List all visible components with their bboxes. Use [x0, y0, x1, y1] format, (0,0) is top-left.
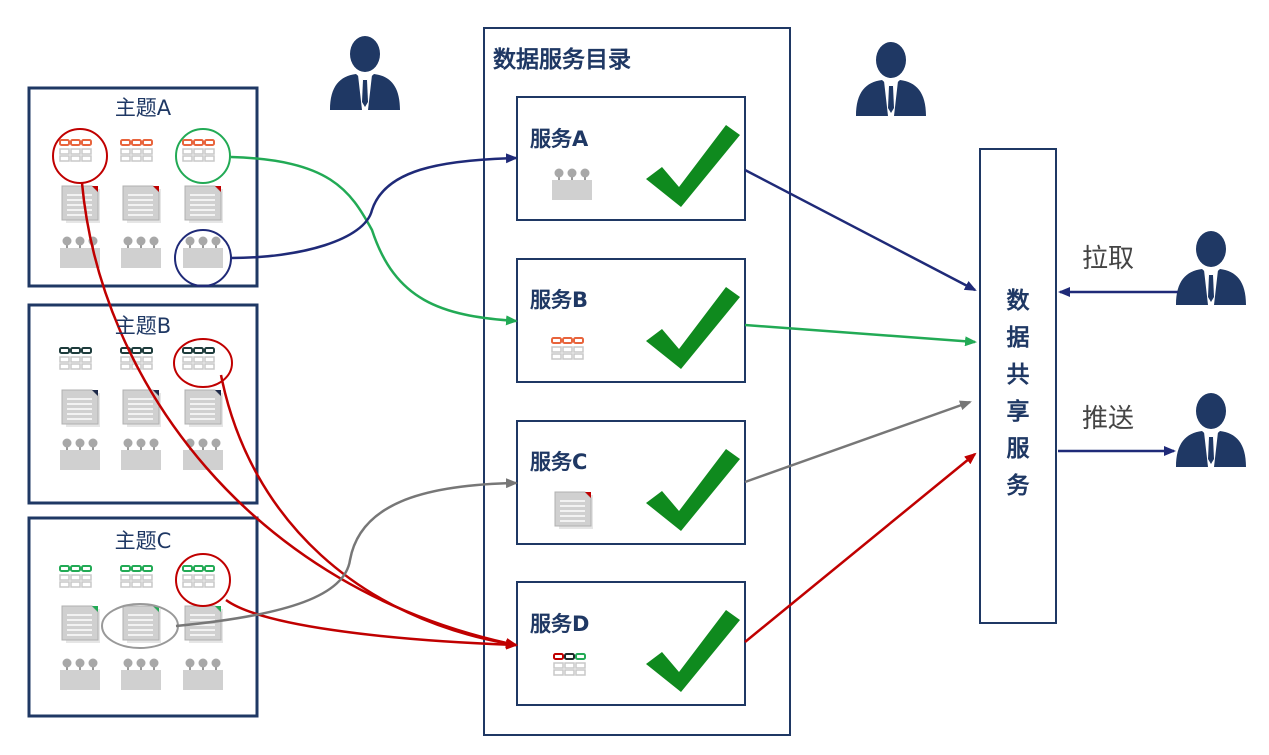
- hub-label: 数 据 共 享 服 务: [980, 283, 1056, 505]
- document-icon: [554, 491, 593, 529]
- table-icon: [182, 139, 215, 162]
- connector-service-b-hub: [744, 323, 977, 347]
- connector-service-d-hub: [744, 452, 977, 643]
- document-icon: [122, 185, 161, 223]
- table-icon: [120, 565, 153, 588]
- businessman-icon: [856, 42, 926, 116]
- table-icon: [59, 347, 92, 370]
- document-icon: [184, 389, 223, 427]
- table-icon: [553, 653, 586, 676]
- connector-service-c-hub: [744, 400, 972, 484]
- businessman-icon: [1176, 231, 1246, 305]
- document-icon: [184, 605, 223, 643]
- document-icon: [61, 185, 100, 223]
- table-icon: [59, 565, 92, 588]
- checkmark-icon: [646, 449, 740, 531]
- table-icon: [551, 337, 584, 360]
- topic-title-a: 主题A: [114, 96, 172, 120]
- highlight-circle: [52, 128, 108, 184]
- document-icon: [122, 605, 161, 643]
- highlight-circle: [175, 128, 231, 184]
- hub-char: 数: [1006, 288, 1030, 314]
- table-icon: [120, 139, 153, 162]
- topic-box-b: [27, 303, 259, 505]
- service-label-a: 服务A: [530, 127, 589, 151]
- api-icon: [552, 168, 592, 200]
- api-icon: [183, 236, 223, 268]
- service-label-c: 服务C: [530, 450, 588, 474]
- hub-char: 据: [1006, 325, 1030, 351]
- hub-char: 享: [1006, 399, 1030, 425]
- document-icon: [122, 389, 161, 427]
- api-icon: [183, 658, 223, 690]
- document-icon: [61, 605, 100, 643]
- table-icon: [182, 347, 215, 370]
- api-icon: [121, 658, 161, 690]
- catalog-box: [483, 27, 791, 736]
- connector-red-b-d: [219, 374, 518, 649]
- api-icon: [60, 236, 100, 268]
- topic-title-b: 主题B: [114, 314, 172, 338]
- document-icon: [61, 389, 100, 427]
- table-icon: [182, 565, 215, 588]
- businessman-icon: [1176, 393, 1246, 467]
- catalog-title: 数据服务目录: [493, 47, 631, 73]
- checkmark-icon: [646, 125, 740, 207]
- checkmark-icon: [646, 610, 740, 692]
- api-icon: [121, 236, 161, 268]
- hub-char: 务: [1006, 473, 1030, 499]
- data-sharing-hub: [979, 148, 1057, 624]
- hub-char: 共: [1006, 362, 1030, 388]
- connector-red-c-d: [225, 598, 518, 650]
- topic-box-a: [27, 86, 259, 288]
- topic-title-c: 主题C: [114, 529, 172, 553]
- connector-green-a-b: [230, 155, 518, 326]
- connector-gray-c-c: [175, 478, 518, 628]
- api-icon: [121, 438, 161, 470]
- connector-service-a-hub: [744, 168, 977, 292]
- service-label-b: 服务B: [530, 288, 589, 312]
- highlight-circle: [175, 553, 231, 607]
- connector-navy-a-a: [230, 153, 518, 260]
- api-icon: [60, 438, 100, 470]
- hub-char: 服: [1006, 436, 1030, 462]
- businessman-icon: [330, 36, 400, 110]
- highlight-circle: [173, 338, 233, 388]
- pull-label: 拉取: [1082, 244, 1135, 274]
- table-icon: [59, 139, 92, 162]
- checkmark-icon: [646, 287, 740, 369]
- topic-box-c: [27, 516, 259, 718]
- document-icon: [184, 185, 223, 223]
- api-icon: [60, 658, 100, 690]
- push-label: 推送: [1082, 404, 1135, 434]
- service-label-d: 服务D: [530, 612, 590, 636]
